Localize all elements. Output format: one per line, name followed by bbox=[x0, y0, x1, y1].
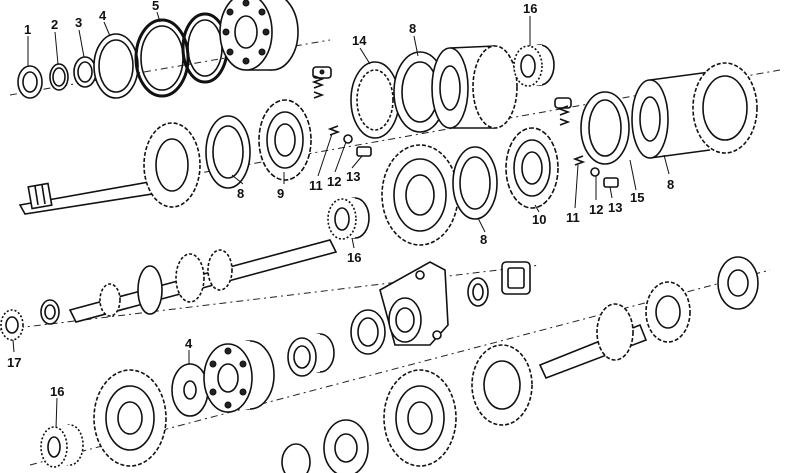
callout-9: 9 bbox=[277, 186, 284, 201]
ring-3 bbox=[73, 56, 97, 88]
callout-4-lower: 4 bbox=[185, 336, 193, 351]
callout-11-left: 11 bbox=[309, 178, 323, 193]
synchro-ring-8-left bbox=[205, 115, 251, 189]
gear-top-right bbox=[431, 45, 518, 129]
input-shaft bbox=[18, 179, 167, 215]
synchro-ring-right bbox=[580, 91, 630, 165]
callout-8-middle: 8 bbox=[480, 232, 487, 247]
bearing-lower-right bbox=[323, 419, 369, 473]
axis-line bbox=[19, 69, 781, 206]
callout-13-right: 13 bbox=[608, 200, 622, 215]
gear-lower-left bbox=[93, 369, 167, 467]
washer-bottom bbox=[281, 443, 311, 473]
needle-bearing-16-top bbox=[513, 44, 555, 87]
callout-3: 3 bbox=[75, 15, 82, 30]
callout-11-right: 11 bbox=[566, 210, 580, 225]
coupling-nut bbox=[501, 261, 531, 295]
axis-line bbox=[0, 264, 541, 331]
detent-spring-11-top bbox=[311, 75, 325, 99]
layshaft-gear-right bbox=[645, 281, 691, 343]
needle-bearing-17 bbox=[0, 309, 24, 341]
detent-parts-11-12-13-left bbox=[327, 125, 372, 157]
callout-10: 10 bbox=[532, 212, 546, 227]
callout-14: 14 bbox=[352, 33, 367, 48]
callout-8-right: 8 bbox=[667, 177, 674, 192]
spacer-sleeve bbox=[287, 333, 335, 377]
callout-8-top: 8 bbox=[409, 21, 416, 36]
drive-gear-top bbox=[143, 122, 201, 208]
needle-bearing-16-lower bbox=[40, 424, 84, 468]
callout-4-top: 4 bbox=[99, 8, 107, 23]
synchro-hub-9 bbox=[258, 99, 312, 181]
ring-2 bbox=[49, 63, 69, 91]
callout-16-top: 16 bbox=[523, 1, 537, 16]
callout-2: 2 bbox=[51, 17, 58, 32]
leader-lines bbox=[12, 11, 670, 429]
synchro-ring-14 bbox=[350, 61, 400, 139]
seal bbox=[350, 309, 386, 355]
synchro-ring-8-middle bbox=[452, 146, 498, 220]
callout-16-lower: 16 bbox=[50, 384, 64, 399]
circlip-5 bbox=[134, 18, 190, 98]
layshaft-bearing-right bbox=[717, 256, 759, 310]
callout-labels: 1 2 3 4 5 16 14 8 8 9 11 12 13 11 12 13 … bbox=[7, 0, 674, 399]
gear-right-large bbox=[631, 62, 758, 159]
callout-15: 15 bbox=[630, 190, 644, 205]
layshaft bbox=[538, 303, 648, 380]
gear-lower-middle bbox=[471, 344, 533, 426]
ball-bearing-lower bbox=[203, 340, 275, 413]
ball-bearing-top bbox=[219, 0, 299, 71]
callout-12-right: 12 bbox=[589, 202, 603, 217]
callout-5: 5 bbox=[152, 0, 159, 13]
callout-8-left: 8 bbox=[237, 186, 244, 201]
ring-1 bbox=[17, 65, 43, 99]
callout-13-left: 13 bbox=[346, 169, 360, 184]
main-shaft bbox=[68, 239, 338, 323]
detent-parts-11-12-13-right bbox=[572, 155, 619, 188]
synchro-hub-10 bbox=[505, 127, 559, 209]
output-flange bbox=[379, 261, 449, 346]
callout-1: 1 bbox=[24, 22, 31, 37]
needle-bearing-16-middle bbox=[327, 197, 370, 240]
detent-parts-right-top bbox=[554, 97, 572, 126]
gear-middle bbox=[381, 144, 459, 246]
detent-block-13-top bbox=[312, 66, 332, 79]
gear-lower-large bbox=[383, 369, 457, 467]
spacer-ring-4 bbox=[93, 33, 139, 99]
bushing bbox=[467, 277, 489, 307]
callout-16-middle: 16 bbox=[347, 250, 361, 265]
washer-small-left bbox=[40, 299, 60, 325]
thrust-washer-4 bbox=[171, 363, 209, 417]
callout-17: 17 bbox=[7, 355, 21, 370]
callout-12-left: 12 bbox=[327, 174, 341, 189]
